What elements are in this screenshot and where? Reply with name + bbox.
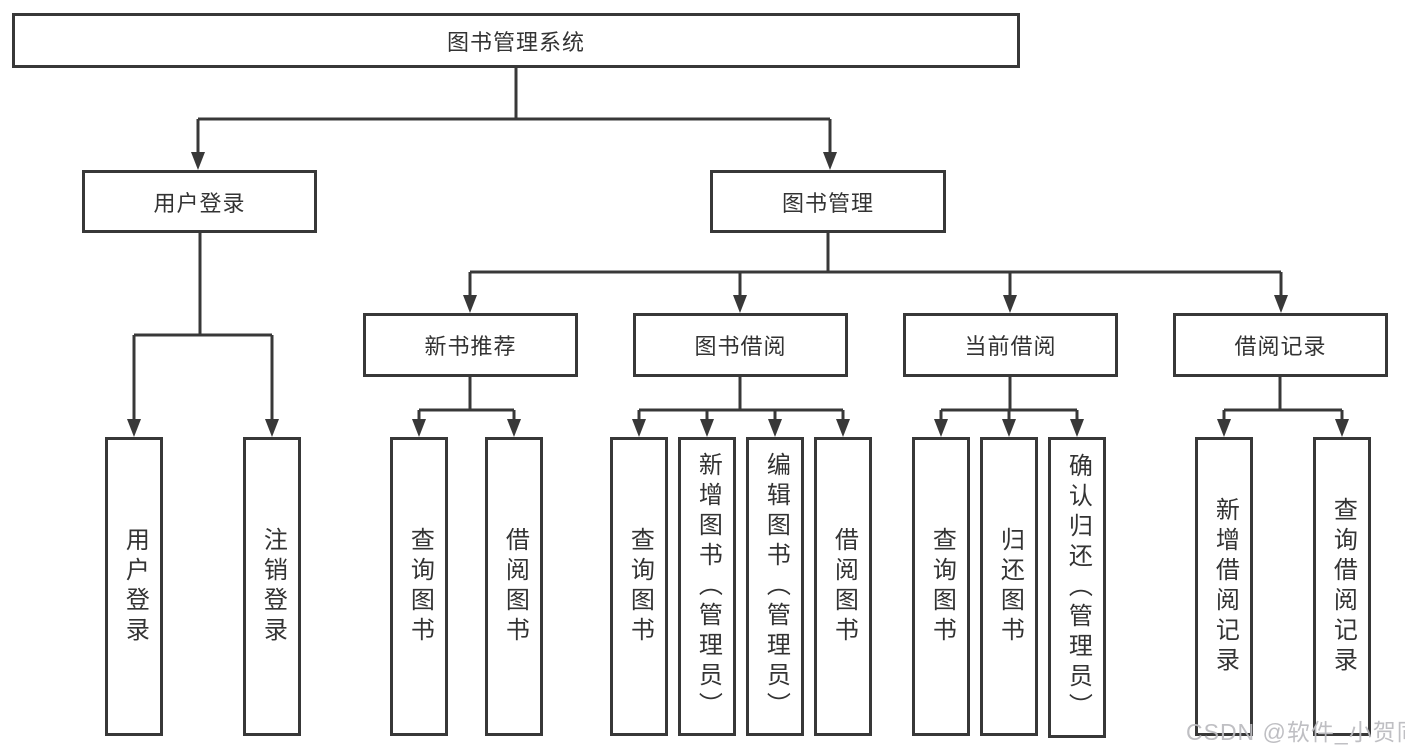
node-current-borrow: 当前借阅 — [903, 313, 1118, 377]
node-label: 图书管理 — [781, 190, 874, 216]
leaf-label: 新增图书（管理员） — [694, 451, 722, 722]
leaf-user-login: 用户登录 — [105, 437, 163, 736]
leaf-label: 查询图书 — [928, 526, 956, 647]
leaf-current-confirm-return-admin: 确认归还（管理员） — [1048, 437, 1106, 738]
leaf-label: 确认归还（管理员） — [1064, 452, 1092, 723]
leaf-current-query-books: 查询图书 — [912, 437, 970, 736]
node-borrow-records: 借阅记录 — [1173, 313, 1388, 377]
leaf-current-return-books: 归还图书 — [980, 437, 1038, 736]
node-label: 新书推荐 — [424, 334, 517, 359]
leaf-label: 归还图书 — [996, 526, 1024, 647]
node-user-login: 用户登录 — [82, 170, 317, 233]
node-new-book-recommend: 新书推荐 — [363, 313, 578, 377]
leaf-records-add-record: 新增借阅记录 — [1195, 437, 1253, 736]
leaf-borrow-edit-books-admin: 编辑图书（管理员） — [746, 437, 804, 736]
node-label: 图书借阅 — [694, 334, 787, 359]
leaf-recommend-query-books: 查询图书 — [390, 437, 448, 736]
leaf-label: 借阅图书 — [830, 526, 858, 647]
node-label: 当前借阅 — [964, 334, 1057, 359]
leaf-borrow-add-books-admin: 新增图书（管理员） — [678, 437, 736, 736]
leaf-label: 注销登录 — [259, 526, 287, 647]
arrowheads — [127, 152, 1349, 437]
leaf-label: 查询借阅记录 — [1329, 496, 1357, 677]
node-label: 图书管理系统 — [446, 29, 585, 55]
leaf-logout-login: 注销登录 — [243, 437, 301, 736]
node-book-borrow: 图书借阅 — [633, 313, 848, 377]
node-label: 借阅记录 — [1234, 334, 1327, 359]
node-book-management: 图书管理 — [710, 170, 946, 233]
leaf-records-query-record: 查询借阅记录 — [1313, 437, 1371, 736]
leaf-recommend-borrow-books: 借阅图书 — [485, 437, 543, 736]
leaf-label: 新增借阅记录 — [1211, 496, 1239, 677]
leaf-label: 查询图书 — [406, 526, 434, 647]
node-label: 用户登录 — [153, 190, 246, 216]
leaf-borrow-query-books: 查询图书 — [610, 437, 668, 736]
leaf-label: 借阅图书 — [501, 526, 529, 647]
leaf-label: 编辑图书（管理员） — [762, 451, 790, 722]
node-library-system: 图书管理系统 — [12, 13, 1020, 68]
leaf-borrow-borrow-books: 借阅图书 — [814, 437, 872, 736]
leaf-label: 查询图书 — [626, 526, 654, 647]
leaf-label: 用户登录 — [121, 526, 149, 647]
csdn-watermark: CSDN @软件_小贺同学 — [1186, 719, 1405, 745]
